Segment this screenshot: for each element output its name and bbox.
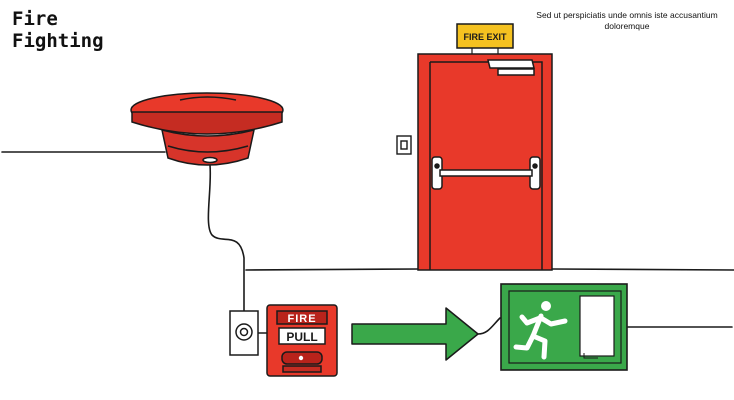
- running-man-exit-sign-icon: [500, 283, 628, 371]
- pull-label: PULL: [286, 330, 317, 344]
- floor-line: [245, 268, 734, 271]
- wall-socket-icon: [396, 135, 412, 155]
- page-title: Fire Fighting: [12, 8, 104, 52]
- arrow-to-sign-wire: [477, 317, 501, 335]
- fire-exit-label: FIRE EXIT: [463, 32, 507, 42]
- smoke-detector-icon: [130, 92, 284, 166]
- title-line-2: Fighting: [12, 30, 104, 52]
- fire-exit-door-icon: [417, 53, 553, 271]
- title-line-1: Fire: [12, 8, 58, 30]
- detector-to-switch-wire: [207, 164, 245, 313]
- wiring: [1, 151, 734, 335]
- running-man-figure: [513, 301, 568, 360]
- description-text: Sed ut perspiciatis unde omnis iste accu…: [536, 10, 718, 31]
- arrow-right-icon: [351, 307, 479, 361]
- wall-switch-icon: [229, 310, 259, 356]
- fire-alarm-pull-station-icon: [266, 304, 338, 377]
- pull-station-brand: FIRE: [287, 313, 316, 325]
- fire-exit-sign: FIRE EXIT: [456, 23, 514, 54]
